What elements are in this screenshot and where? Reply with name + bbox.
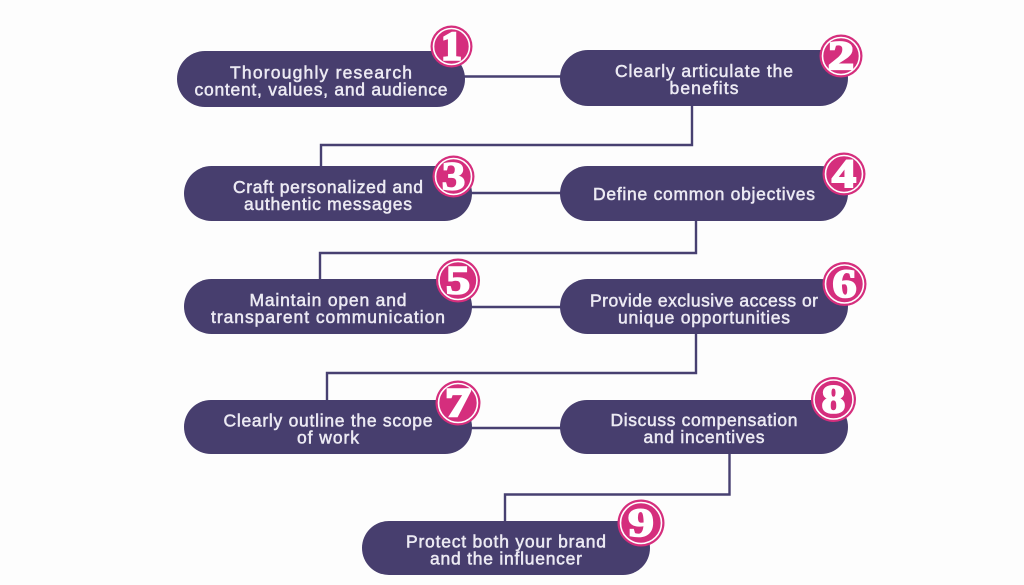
svg-text:8: 8 — [822, 377, 846, 422]
svg-text:Craft personalized and: Craft personalized and — [233, 177, 423, 197]
svg-text:Maintain open and: Maintain open and — [250, 290, 407, 310]
svg-text:unique opportunities: unique opportunities — [618, 307, 790, 327]
svg-text:of work: of work — [297, 428, 359, 448]
svg-text:and incentives: and incentives — [644, 427, 765, 447]
svg-text:6: 6 — [832, 261, 857, 306]
svg-text:Provide exclusive access or: Provide exclusive access or — [590, 290, 818, 310]
svg-text:content, values, and audience: content, values, and audience — [195, 79, 448, 99]
svg-text:Discuss compensation: Discuss compensation — [611, 410, 798, 430]
svg-text:benefits: benefits — [670, 78, 739, 98]
svg-text:Thoroughly research: Thoroughly research — [230, 62, 412, 82]
svg-text:Clearly outline the scope: Clearly outline the scope — [224, 411, 433, 431]
svg-text:9: 9 — [628, 500, 654, 545]
svg-text:3: 3 — [442, 154, 466, 199]
svg-text:1: 1 — [441, 24, 462, 69]
svg-text:2: 2 — [828, 33, 854, 78]
svg-text:and the influencer: and the influencer — [430, 549, 582, 569]
svg-text:Define common objectives: Define common objectives — [593, 184, 815, 204]
svg-text:7: 7 — [445, 380, 471, 425]
svg-text:Clearly articulate the: Clearly articulate the — [615, 61, 793, 81]
svg-text:Protect both your brand: Protect both your brand — [406, 532, 606, 552]
svg-text:authentic messages: authentic messages — [244, 194, 412, 214]
svg-text:4: 4 — [832, 151, 856, 196]
svg-text:transparent communication: transparent communication — [211, 307, 445, 327]
svg-text:5: 5 — [446, 258, 471, 303]
